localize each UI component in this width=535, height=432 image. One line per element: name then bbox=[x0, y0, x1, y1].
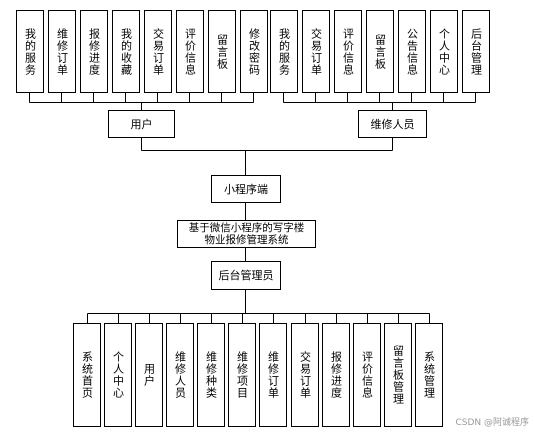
node-user-my-service: 我的服务 bbox=[16, 10, 44, 93]
node-user-message-board: 留言板 bbox=[208, 10, 236, 93]
watermark: CSDN @阿诚程序 bbox=[455, 418, 529, 428]
node-repairer-profile: 个人中心 bbox=[430, 10, 458, 93]
node-system: 基于微信小程序的写字楼物业报修管理系统 bbox=[177, 220, 316, 248]
node-user-repair-orders: 维修订单 bbox=[48, 10, 76, 93]
node-admin-profile: 个人中心 bbox=[104, 323, 132, 427]
node-admin-repair-items: 维修项目 bbox=[228, 323, 256, 427]
node-admin-system: 系统管理 bbox=[415, 323, 443, 427]
node-admin-users: 用户 bbox=[135, 323, 163, 427]
node-admin-repairers: 维修人员 bbox=[166, 323, 194, 427]
node-admin-repair-orders: 维修订单 bbox=[259, 323, 287, 427]
node-repairer-my-service: 我的服务 bbox=[270, 10, 298, 93]
node-repairer-reviews: 评价信息 bbox=[334, 10, 362, 93]
node-admin-repair-types: 维修种类 bbox=[197, 323, 225, 427]
node-user-repair-progress: 报修进度 bbox=[80, 10, 108, 93]
node-repairer-announcements: 公告信息 bbox=[398, 10, 426, 93]
node-repairer-trade-orders: 交易订单 bbox=[302, 10, 330, 93]
node-user-favorites: 我的收藏 bbox=[112, 10, 140, 93]
node-repairer-message-board: 留言板 bbox=[366, 10, 394, 93]
node-admin-reviews: 评价信息 bbox=[353, 323, 381, 427]
node-user: 用户 bbox=[108, 110, 175, 138]
node-user-reviews: 评价信息 bbox=[176, 10, 204, 93]
node-admin-repair-progress: 报修进度 bbox=[322, 323, 350, 427]
node-admin-home: 系统首页 bbox=[73, 323, 101, 427]
node-admin-message-board: 留言板管理 bbox=[384, 323, 412, 427]
node-repairer: 维修人员 bbox=[358, 110, 427, 138]
node-user-change-password: 修改密码 bbox=[240, 10, 268, 93]
node-admin-trade-orders: 交易订单 bbox=[291, 323, 319, 427]
node-user-trade-orders: 交易订单 bbox=[144, 10, 172, 93]
node-mini-program: 小程序端 bbox=[211, 175, 281, 203]
node-admin: 后台管理员 bbox=[211, 261, 281, 290]
node-repairer-backend: 后台管理 bbox=[462, 10, 490, 93]
